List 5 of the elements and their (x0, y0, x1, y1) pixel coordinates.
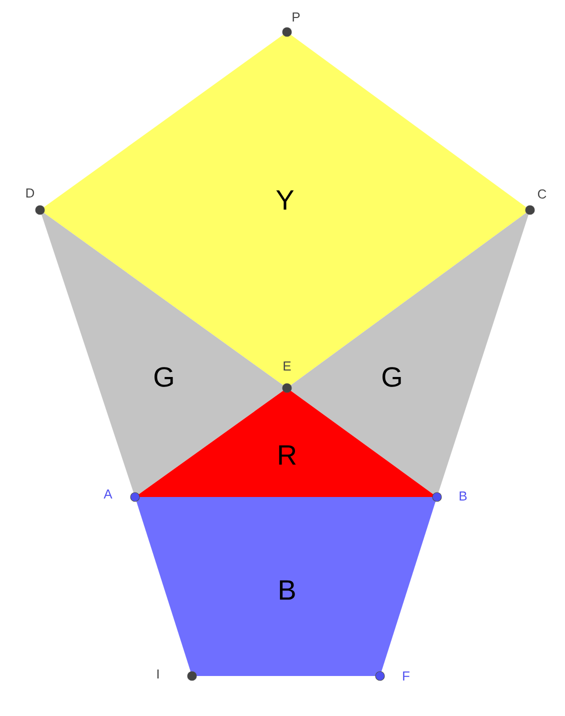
point-label: C (538, 189, 546, 199)
point-label: A (104, 490, 112, 498)
point-label: D (26, 188, 34, 198)
point-label: I (157, 670, 159, 678)
shaded-region: R (135, 388, 437, 497)
